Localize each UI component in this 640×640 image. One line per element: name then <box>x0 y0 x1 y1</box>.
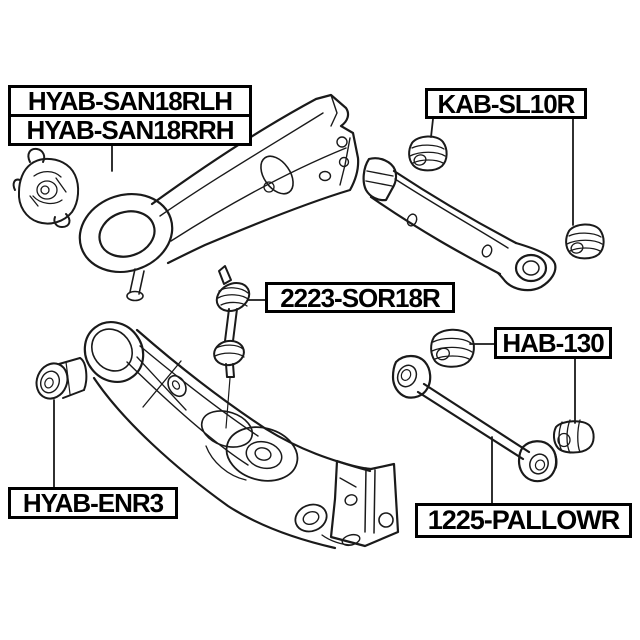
part-label-arm-bushing: HAB-130 <box>494 327 612 359</box>
part-label-rear-track-rod: 1225-PALLOWR <box>415 503 632 538</box>
lower-control-arm-drawing <box>83 321 400 550</box>
kab-bushing-rear-drawing <box>565 223 605 260</box>
part-label-stabilizer-link: 2223-SOR18R <box>265 282 455 313</box>
part-label-trailing-arm-bushing: HYAB-SAN18RLH HYAB-SAN18RRH <box>8 85 252 146</box>
part-label-lateral-arm: KAB-SL10R <box>425 88 587 119</box>
leader-lines <box>53 118 576 505</box>
lateral-arm-drawing <box>362 157 557 292</box>
stabilizer-link-drawing <box>213 265 251 429</box>
lower-arm-bushing-drawing <box>35 357 88 400</box>
part-number-hyab-san18rrh: HYAB-SAN18RRH <box>26 115 234 145</box>
trailing-arm-bushing-drawing <box>12 147 80 228</box>
hab130-bushing-b-drawing <box>552 419 595 454</box>
track-rod-drawing <box>391 354 558 483</box>
trailing-arm-drawing <box>78 93 360 302</box>
kab-bushing-front-drawing <box>408 135 448 172</box>
hab130-bushing-a-drawing <box>430 328 475 368</box>
part-label-lower-arm-bushing: HYAB-ENR3 <box>8 487 178 519</box>
part-number-hyab-san18rlh: HYAB-SAN18RLH <box>11 88 249 117</box>
